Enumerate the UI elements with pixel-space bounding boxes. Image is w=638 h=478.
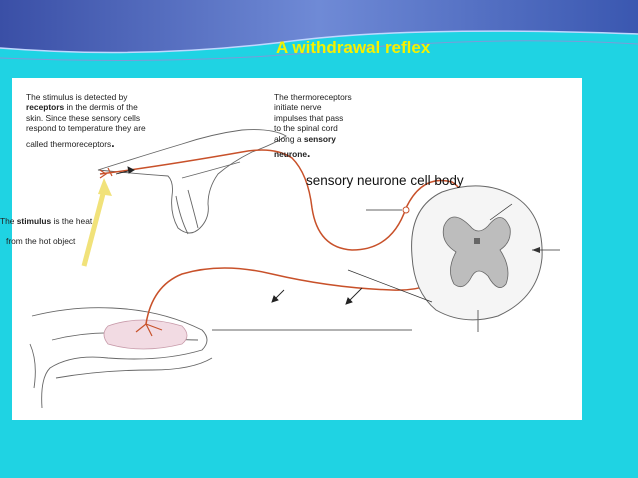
caption-line: along a bbox=[274, 133, 304, 144]
caption-line: to the spinal cord bbox=[274, 123, 338, 134]
muscle bbox=[103, 319, 188, 350]
motor-neurone-path bbox=[145, 267, 455, 325]
header-swoosh bbox=[0, 0, 638, 61]
reflex-diagram: The stimulus is detected by receptors in… bbox=[0, 78, 582, 420]
caption-line: is the heat bbox=[51, 216, 93, 226]
caption-line: The stimulus is detected by bbox=[26, 92, 128, 102]
spinal-cord bbox=[411, 185, 543, 332]
heat-arrow bbox=[81, 178, 112, 267]
caption-line: respond to temperature they are bbox=[26, 123, 146, 134]
direction-arrows bbox=[115, 166, 363, 305]
caption-line: in the dermis of the bbox=[64, 102, 138, 113]
caption-line: The bbox=[0, 216, 17, 226]
hand-outline bbox=[97, 129, 287, 235]
caption-line: called thermoreceptors bbox=[26, 138, 112, 149]
stimulus-detection-caption: The stimulus is detected by receptors in… bbox=[26, 92, 166, 149]
slide-title: A withdrawal reflex bbox=[276, 38, 431, 57]
receptor bbox=[99, 167, 113, 179]
caption-period: . bbox=[307, 146, 311, 161]
caption-bold: stimulus bbox=[16, 216, 52, 226]
caption-bold: sensory bbox=[303, 133, 336, 144]
caption-line: skin. Since these sensory cells bbox=[26, 112, 141, 123]
caption-line: impulses that pass bbox=[274, 112, 344, 123]
leader-lines bbox=[212, 203, 560, 331]
caption-line: The thermoreceptors bbox=[274, 92, 352, 102]
stimulus-heat-caption: The stimulus is the heat bbox=[0, 216, 120, 226]
thermoreceptors-caption: The thermoreceptors initiate nerve impul… bbox=[274, 92, 384, 159]
caption-bold: neurone bbox=[274, 149, 308, 160]
reflex-illustration bbox=[29, 129, 560, 409]
caption-line: initiate nerve bbox=[274, 102, 322, 113]
caption-bold: receptors bbox=[26, 102, 65, 113]
caption-period: . bbox=[111, 135, 115, 150]
top-band bbox=[0, 0, 638, 78]
sensory-neurone-cell-body-label: sensory neurone cell body bbox=[306, 173, 464, 188]
sensory-cell-body bbox=[402, 206, 410, 214]
hot-object-caption: from the hot object bbox=[6, 236, 76, 246]
